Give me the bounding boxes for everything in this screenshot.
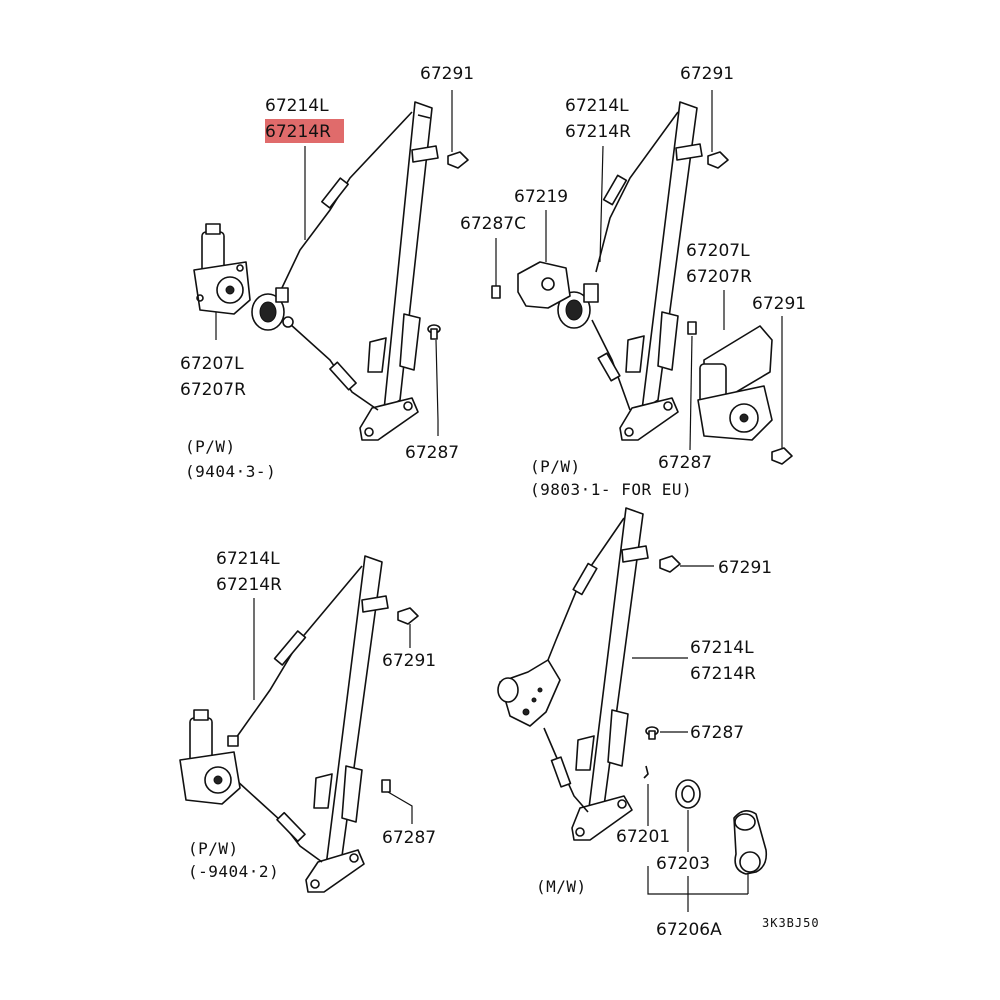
power-window-motor-icon — [697, 325, 773, 441]
label-67219: 67219 — [514, 187, 568, 207]
window-regulator-icon — [557, 101, 703, 441]
label-67207r: 67207R — [180, 380, 246, 400]
note-date: (9404·3-) — [185, 462, 276, 481]
label-67291: 67291 — [718, 558, 772, 578]
bolt-icon — [491, 238, 501, 299]
label-67287: 67287 — [382, 828, 436, 848]
quadrant-top-right: 67291 67214L 67214R 67219 67287C 67207L … — [460, 64, 806, 499]
label-67203: 67203 — [656, 854, 710, 874]
label-67214r: 67214R — [265, 122, 331, 142]
quadrant-top-left: 67214L 67214R 67291 67207L 67207R 67287 … — [180, 64, 474, 481]
cover-plate-icon — [517, 261, 571, 309]
note-type: (P/W) — [530, 457, 581, 476]
label-67214l: 67214L — [690, 638, 754, 658]
quadrant-bottom-right: 67291 67214L 67214R 67287 67201 67203 67… — [497, 507, 772, 940]
highlight-box — [265, 119, 344, 143]
power-window-motor-icon — [179, 709, 241, 805]
bolt-icon — [381, 779, 413, 824]
label-67287: 67287 — [690, 723, 744, 743]
spacer-icon — [675, 779, 701, 852]
note-type: (M/W) — [536, 877, 587, 896]
label-67291: 67291 — [680, 64, 734, 84]
label-67287: 67287 — [405, 443, 459, 463]
note-type: (P/W) — [188, 839, 239, 858]
label-67214r: 67214R — [216, 575, 282, 595]
screw-icon — [397, 607, 419, 648]
label-67291: 67291 — [382, 651, 436, 671]
label-67201: 67201 — [616, 827, 670, 847]
clip-icon — [643, 765, 649, 779]
label-67287c: 67287C — [460, 214, 526, 234]
window-regulator-icon — [251, 101, 439, 441]
screw-icon — [771, 316, 793, 465]
window-regulator-icon — [235, 555, 389, 893]
label-67214l: 67214L — [265, 96, 329, 116]
bolt-icon — [645, 726, 688, 740]
label-67214r: 67214R — [565, 122, 631, 142]
label-67206a: 67206A — [656, 920, 722, 940]
note-date: (9803·1- FOR EU) — [530, 480, 692, 499]
label-67214l: 67214L — [216, 549, 280, 569]
power-window-motor-icon — [193, 223, 251, 315]
quadrant-bottom-left: 67214L 67214R 67291 67287 (P/W) (-9404·2… — [179, 549, 436, 893]
bolt-icon — [427, 324, 441, 436]
label-67287: 67287 — [658, 453, 712, 473]
screw-icon — [707, 90, 729, 169]
diagram-code: 3K3BJ50 — [762, 916, 820, 930]
crank-handle-icon — [733, 810, 768, 894]
label-67291: 67291 — [420, 64, 474, 84]
label-67207l: 67207L — [686, 241, 750, 261]
note-type: (P/W) — [185, 437, 236, 456]
bolt-icon — [687, 321, 697, 451]
label-67214r: 67214R — [690, 664, 756, 684]
label-67207l: 67207L — [180, 354, 244, 374]
screw-icon — [659, 555, 714, 573]
label-67207r: 67207R — [686, 267, 752, 287]
note-date: (-9404·2) — [188, 862, 279, 881]
window-regulator-icon — [497, 507, 649, 841]
label-67214l: 67214L — [565, 96, 629, 116]
screw-icon — [447, 90, 469, 169]
label-67291-right: 67291 — [752, 294, 806, 314]
